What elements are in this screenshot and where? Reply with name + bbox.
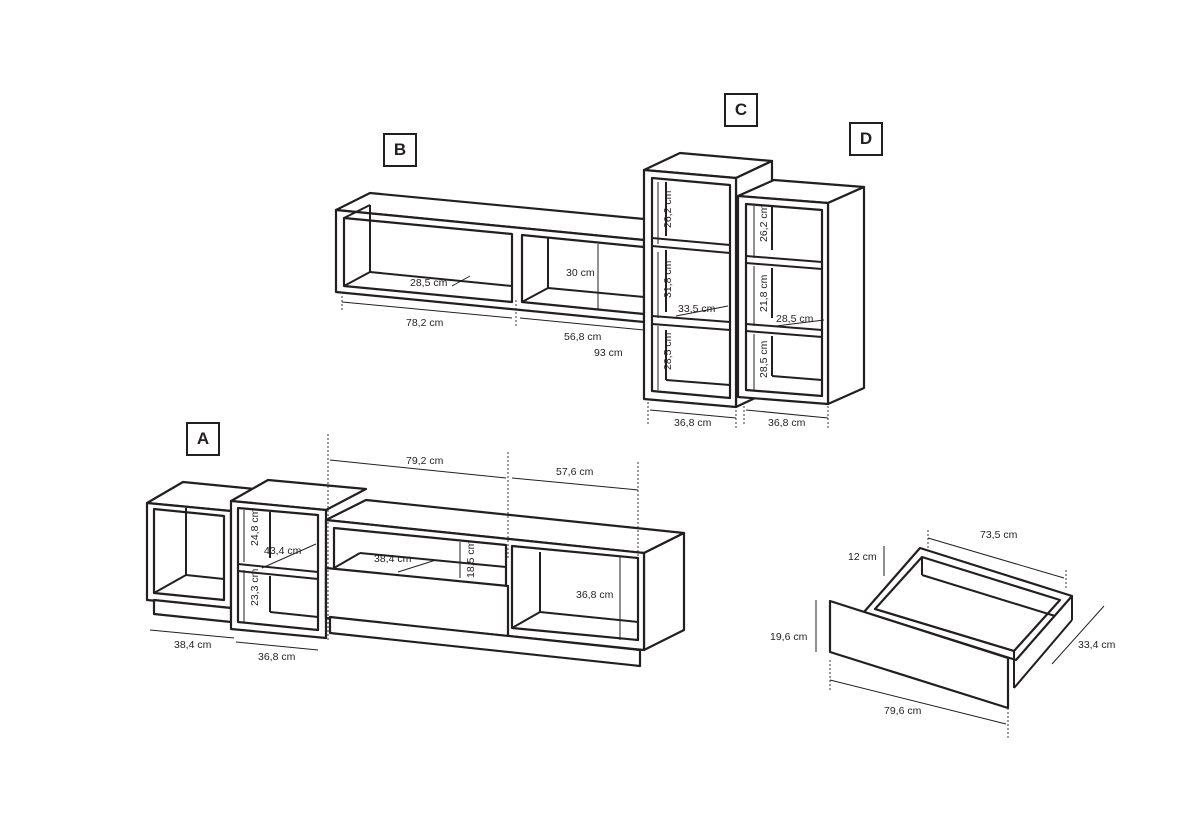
label-c-depth: 33,5 cm [678, 303, 716, 315]
label-b-width-left: 78,2 cm [406, 317, 444, 329]
module-a-drawing [145, 478, 686, 668]
label-drawer-front-height: 19,6 cm [770, 631, 808, 643]
label-a-tv-left: 79,2 cm [406, 455, 444, 467]
drawer-drawing [828, 546, 1074, 710]
label-d-width: 36,8 cm [768, 417, 806, 429]
module-c-tag: C [724, 93, 758, 127]
label-b-height: 30 cm [566, 267, 595, 279]
label-d-bottom: 28,5 cm [758, 340, 770, 378]
dimension-lines [149, 182, 1105, 740]
label-b-depth: 28,5 cm [410, 277, 448, 289]
label-d-middle: 21,8 cm [758, 274, 770, 312]
module-b-drawing [334, 191, 678, 324]
label-a-shelf-width: 36,8 cm [258, 651, 296, 663]
module-a-tag: A [186, 422, 220, 456]
label-a-drawer-depth: 38,4 cm [374, 553, 412, 565]
label-a-shelf-bottom: 23,3 cm [249, 568, 261, 606]
label-drawer-front-width: 79,6 cm [884, 705, 922, 717]
label-c-top: 26,2 cm [662, 190, 674, 228]
label-b-total: 93 cm [594, 347, 623, 359]
label-a-left-width: 38,4 cm [174, 639, 212, 651]
label-a-drawer-height: 18,5 cm [465, 540, 477, 578]
label-c-width: 36,8 cm [674, 417, 712, 429]
label-a-open-height: 36,8 cm [576, 589, 614, 601]
label-b-width-right: 56,8 cm [564, 331, 602, 343]
label-d-depth: 28,5 cm [776, 313, 814, 325]
label-a-tv-right: 57,6 cm [556, 466, 594, 478]
label-drawer-depth: 33,4 cm [1078, 639, 1116, 651]
label-c-middle: 31,8 cm [662, 260, 674, 298]
module-d-tag: D [849, 122, 883, 156]
label-a-shelf-depth: 43,4 cm [264, 545, 302, 557]
module-b-tag: B [383, 133, 417, 167]
label-d-top: 26,2 cm [758, 204, 770, 242]
module-d-drawing [736, 178, 866, 406]
label-c-bottom: 28,5 cm [662, 332, 674, 370]
label-a-shelf-top: 24,8 cm [249, 508, 261, 546]
label-drawer-length: 73,5 cm [980, 529, 1018, 541]
dimension-labels: 28,5 cm 78,2 cm 56,8 cm 93 cm 30 cm 26,2… [174, 190, 1116, 717]
label-drawer-inner-height: 12 cm [848, 551, 877, 563]
